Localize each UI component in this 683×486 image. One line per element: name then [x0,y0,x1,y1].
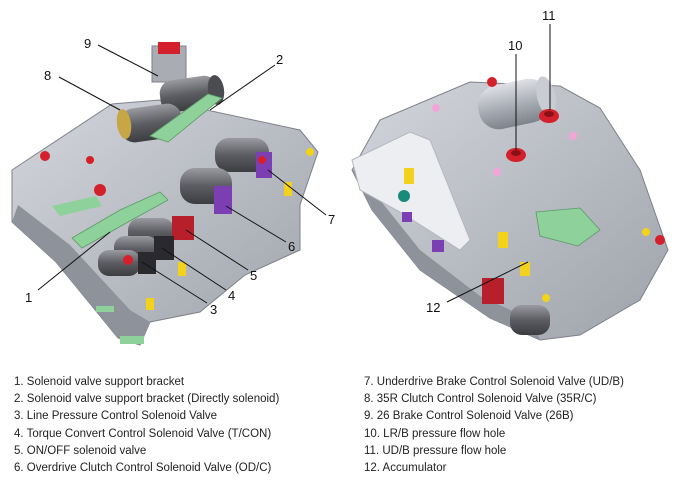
left-red-port [86,156,94,164]
leader-line-4 [161,247,227,291]
legend-item-9: 9. 26 Brake Control Solenoid Valve (26B) [364,410,574,423]
legend-item-7: 7. Underdrive Brake Control Solenoid Val… [364,376,624,388]
left-red-port [123,255,133,265]
left-body-side [12,205,150,345]
support-bracket-direct [149,93,223,143]
right-pink-dot [432,104,440,112]
left-valve-body [11,42,319,346]
right-pink-dot [493,168,501,176]
callout-3: 3 [210,302,217,317]
lr-b-port [506,148,526,162]
callout-labels: 1 2 3 4 5 6 7 8 9 10 11 12 [25,8,556,317]
leader-line-9 [97,44,159,77]
callout-5: 5 [250,268,257,283]
left-yellow-mark [146,298,154,310]
legend-item-8: 8. 35R Clutch Control Solenoid Valve (35… [364,393,597,406]
ud-b-port [539,109,559,123]
left-red-port [94,184,106,196]
left-top-red-cap [158,42,180,54]
support-bracket [71,191,169,249]
legend-item-10: 10. LR/B pressure flow hole [364,427,506,440]
right-yellow-mark [542,294,550,302]
left-yellow-mark [284,182,292,196]
left-yellow-mark [178,262,186,276]
left-bracket-small [52,196,102,216]
leader-line-2 [209,64,276,111]
leader-line-1 [37,231,111,291]
callout-11: 11 [542,8,556,23]
right-bottom-solenoid [510,305,550,335]
callout-2: 2 [276,52,283,67]
callout-4: 4 [228,288,235,303]
legend-item-2: 2. Solenoid valve support bracket (Direc… [14,393,280,406]
right-yellow-mark [498,232,508,248]
legend-item-12: 12. Accumulator [364,462,447,475]
legend-item-5: 5. ON/OFF solenoid valve [14,444,147,457]
right-yellow-mark [404,168,414,184]
right-separator-plate [351,131,471,251]
callout-1: 1 [25,290,32,305]
right-green-bracket [535,207,601,247]
callout-10: 10 [508,38,522,53]
left-green-foot [96,306,114,312]
right-purple-mark [402,212,412,222]
callout-12: 12 [426,300,440,315]
accumulator-cylinder [477,76,556,130]
callout-6: 6 [288,239,295,254]
legend-item-3: 3. Line Pressure Control Solenoid Valve [14,410,218,423]
right-valve-body [351,76,669,341]
legend-left-column: 1. Solenoid valve support bracket 2. Sol… [14,374,279,477]
leader-line-8 [58,76,121,111]
leader-line-7 [267,169,327,216]
left-yellow-mark [306,148,314,156]
leader-lines [37,24,551,304]
callout-9: 9 [84,36,91,51]
legend-item-1: 1. Solenoid valve support bracket [14,376,185,388]
right-pink-dot [569,132,577,140]
legend-right-column: 7. Underdrive Brake Control Solenoid Val… [364,374,624,477]
left-green-foot [120,336,144,344]
right-purple-mark [432,240,444,252]
leader-line-3 [141,261,208,304]
left-red-port [40,151,50,161]
leader-line-12 [446,261,529,303]
legend-item-4: 4. Torque Convert Control Solenoid Valve… [14,427,272,440]
left-red-port [258,156,266,164]
leader-line-5 [185,229,249,271]
leader-line-6 [225,205,287,243]
callout-8: 8 [44,68,51,83]
callout-7: 7 [328,212,335,227]
right-red-port [655,235,665,245]
right-yellow-mark [520,262,530,276]
right-teal-dot [398,190,410,202]
right-bottom-connector [482,278,504,304]
right-yellow-mark [642,228,650,236]
legend-item-6: 6. Overdrive Clutch Control Solenoid Val… [14,462,272,475]
legend-item-11: 11. UD/B pressure flow hole [364,444,507,457]
right-red-port [487,77,497,87]
